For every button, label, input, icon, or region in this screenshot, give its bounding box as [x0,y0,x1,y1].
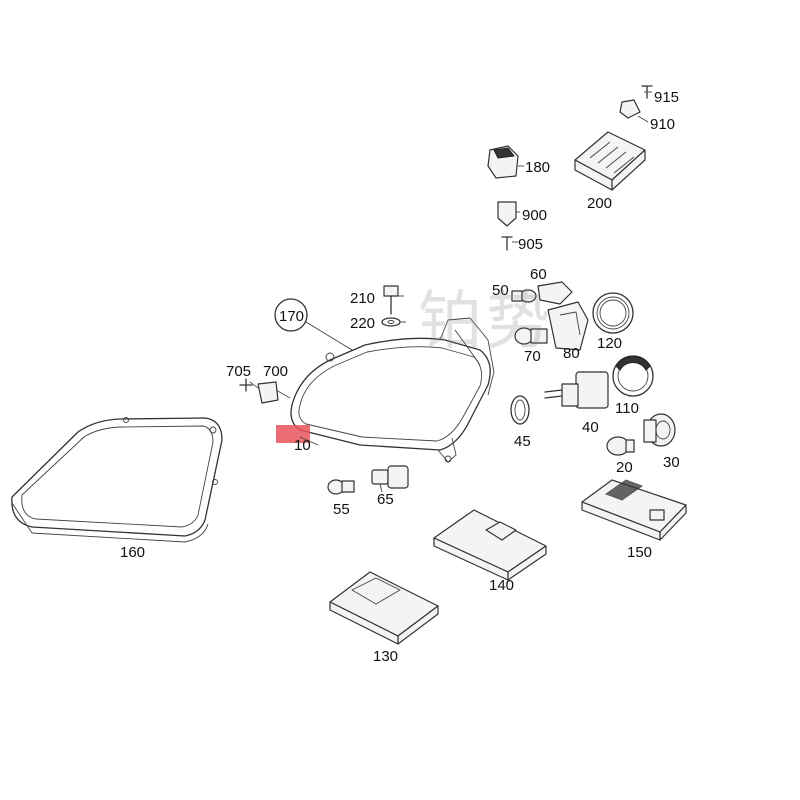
part-180-connector[interactable] [487,145,519,179]
leader-lines [249,91,652,446]
label-10: 10 [294,437,311,454]
label-150: 150 [627,544,652,561]
label-60: 60 [530,266,547,283]
label-20: 20 [616,459,633,476]
label-700: 700 [263,363,288,380]
part-900-clip[interactable] [497,201,517,227]
part-160-lens-cover[interactable] [11,417,223,543]
label-170: 170 [279,308,304,325]
part-905-screw[interactable] [501,236,513,251]
part-80-bulb-cap[interactable] [547,301,589,351]
label-705: 705 [226,363,251,380]
label-30: 30 [663,454,680,471]
label-55: 55 [333,501,350,518]
label-110: 110 [615,400,639,417]
label-200: 200 [587,195,612,212]
label-910: 910 [650,116,675,133]
label-70: 70 [524,348,541,365]
part-220-washer[interactable] [381,317,401,327]
part-70-bulb[interactable] [514,327,548,345]
label-80: 80 [563,345,580,362]
label-40: 40 [582,419,599,436]
part-170-seal[interactable] [274,298,353,351]
label-180: 180 [525,159,550,176]
part-910-holder[interactable] [619,99,641,119]
part-150-control-module[interactable] [581,479,687,541]
part-200-control-unit[interactable] [574,131,646,191]
part-45-retaining-ring[interactable] [510,395,530,425]
label-65: 65 [377,491,394,508]
part-210-bolt[interactable] [383,285,399,315]
label-130: 130 [373,648,398,665]
part-10-headlamp-housing[interactable] [276,317,495,463]
part-120-cover-ring[interactable] [592,292,634,334]
part-60-bulb-holder[interactable] [537,281,573,305]
part-130-ballast[interactable] [329,571,439,645]
part-65-socket[interactable] [371,465,409,493]
label-210: 210 [350,290,375,307]
label-900: 900 [522,207,547,224]
label-45: 45 [514,433,531,450]
part-50-bulb[interactable] [511,289,537,303]
part-30-socket[interactable] [643,413,676,447]
part-55-bulb[interactable] [327,479,355,495]
part-705-screw[interactable] [239,378,253,392]
label-120: 120 [597,335,622,352]
part-700-bracket[interactable] [257,381,291,404]
label-915: 915 [654,89,679,106]
label-905: 905 [518,236,543,253]
label-160: 160 [120,544,145,561]
label-50: 50 [492,282,509,299]
label-220: 220 [350,315,375,332]
label-140: 140 [489,577,514,594]
part-40-xenon-bulb[interactable] [544,371,609,409]
part-110-cap[interactable] [612,355,654,397]
highlight-marker [276,425,310,443]
part-140-ballast[interactable] [433,509,547,581]
part-labels: 915 910 180 200 900 905 60 210 50 170 22… [120,89,680,665]
part-20-bulb[interactable] [606,436,635,456]
